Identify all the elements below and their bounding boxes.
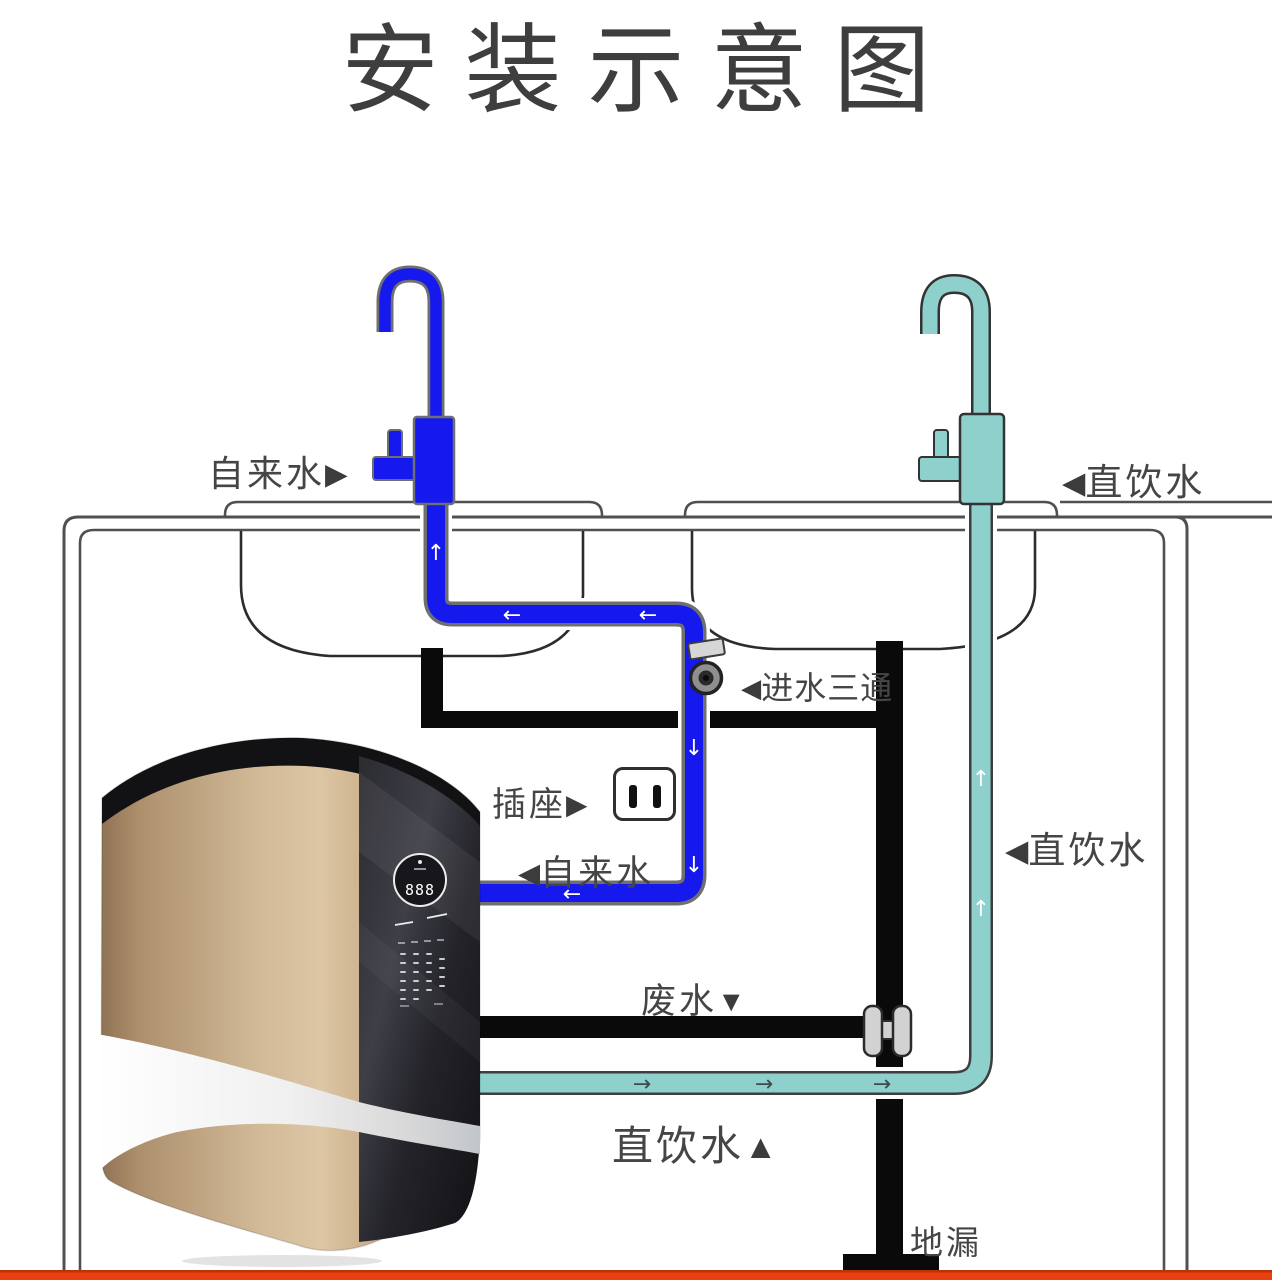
purified-water-faucet (918, 273, 1006, 506)
tap-water-pipe (420, 500, 710, 909)
label-text: 直饮水 (1028, 830, 1149, 871)
arrow-left-icon: ◀ (741, 673, 762, 703)
arrow-down-icon: ▼ (717, 986, 746, 1018)
right-sink-rim (683, 500, 1059, 518)
label-text: 插座 (492, 786, 566, 824)
flow-arrow-right: → (755, 1072, 773, 1097)
label-text: 自来水 (208, 453, 326, 494)
label-waste-water: 废水▼ (641, 973, 745, 1024)
socket-slot (629, 785, 637, 808)
power-socket (613, 767, 676, 821)
purified-water-pipe (475, 505, 997, 1099)
floor-line-edge (0, 1270, 1272, 1273)
panel-dash (426, 913, 448, 919)
flow-arrow-up: ↑ (972, 897, 990, 922)
label-text: 进水三通 (761, 670, 894, 706)
floor-line (0, 1270, 1272, 1280)
touch-key-marks (398, 939, 444, 944)
arrow-left-icon: ◀ (1005, 835, 1029, 868)
tap-faucet-spout (379, 268, 442, 505)
flow-arrow-up: ↑ (427, 541, 445, 566)
tap-faucet-handle-stem (387, 429, 403, 461)
main-drain-pipe (876, 641, 903, 1255)
pure-faucet-spout (922, 276, 989, 420)
arrow-right-icon: ▶ (566, 789, 588, 820)
arrow-left-icon: ◀ (1062, 467, 1086, 500)
drain-hose-clamp (862, 1004, 913, 1058)
countertop-outer-and-left-wall (62, 515, 1272, 1270)
tap-faucet-handle (372, 456, 417, 481)
panel-dash (394, 921, 414, 926)
label-inlet-tee: ◀进水三通 (741, 663, 893, 709)
wifi-dot-icon (418, 860, 422, 864)
label-text: 地漏 (910, 1224, 982, 1261)
flow-arrow-right: → (633, 1072, 651, 1097)
cabinet-inner-walls (78, 528, 1166, 1270)
label-text: 直饮水 (612, 1123, 744, 1169)
pure-faucet-body (958, 412, 1006, 506)
arrow-right-icon: ▶ (325, 458, 348, 491)
arrow-left-icon: ◀ (518, 858, 541, 890)
label-floor-drain: 地漏 (910, 1216, 982, 1264)
floor-shadow (182, 1255, 382, 1267)
tap-faucet-body (412, 415, 456, 506)
panel-gloss-2 (359, 922, 480, 1062)
filter-indicator-dots (400, 953, 445, 1000)
flow-arrow-up: ↑ (972, 767, 990, 792)
arrow-up-icon: ▲ (744, 1129, 778, 1166)
flow-arrows: ↑ ← ← ↓ ↓ ← ↑ ↑ → → → (427, 541, 990, 1097)
silver-stripe (97, 1034, 480, 1174)
flow-arrow-left: ← (639, 603, 657, 628)
flow-arrow-down: ↓ (685, 736, 703, 761)
water-purifier: 888 (97, 737, 481, 1267)
label-socket: 插座▶ (492, 777, 587, 826)
left-sink-drain-stub (421, 648, 443, 714)
under-sink-drain-run (421, 711, 893, 728)
waste-water-pipe (475, 1016, 874, 1038)
label-text: 自来水 (540, 854, 655, 893)
display-tick (414, 868, 426, 870)
inlet-tee-fitting (687, 637, 726, 696)
label-tap-water-mid: ◀自来水 (518, 845, 654, 896)
pure-faucet-handle (918, 456, 966, 482)
label-tap-water-top: 自来水▶ (208, 445, 348, 497)
right-outer-wall (1174, 515, 1189, 1270)
panel-small-labels (400, 1003, 443, 1007)
floor-drain-base (843, 1254, 939, 1273)
label-pure-water-bottom: 直饮水▲ (612, 1112, 777, 1172)
display-ring (393, 853, 447, 907)
tap-water-faucet (372, 265, 456, 506)
display-cluster: 888 (393, 853, 448, 1007)
flow-arrow-right: → (873, 1072, 891, 1097)
flow-arrow-left: ← (563, 882, 581, 907)
label-pure-water-right: ◀直饮水 (1005, 820, 1148, 874)
pure-faucet-handle-stem (933, 429, 949, 461)
label-text: 直饮水 (1085, 462, 1206, 503)
flow-arrow-left: ← (503, 603, 521, 628)
flow-arrow-down: ↓ (685, 853, 703, 878)
socket-slot (653, 785, 661, 808)
label-pure-water-top: ◀直饮水 (1062, 452, 1205, 506)
page-title: 安装示意图 (341, 16, 957, 125)
label-text: 废水 (641, 982, 718, 1021)
display-value: 888 (405, 881, 435, 899)
purifier-top (102, 737, 480, 840)
